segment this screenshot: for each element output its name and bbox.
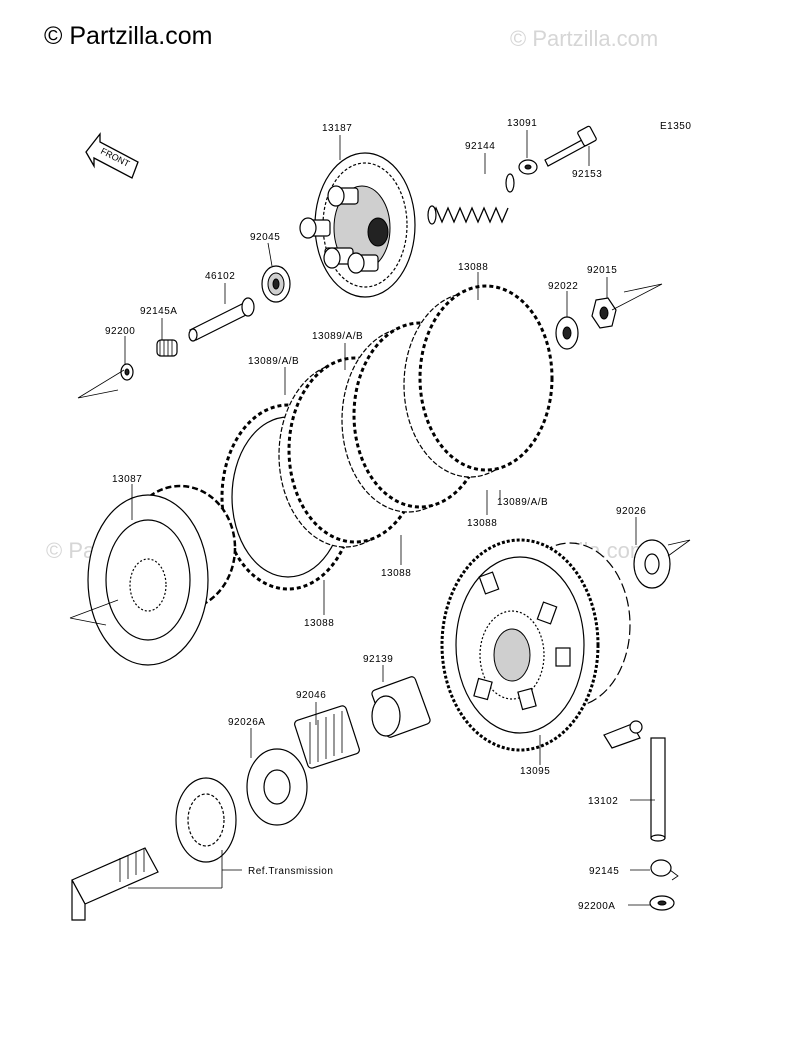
callout-13102: 13102: [588, 796, 618, 807]
clutch-hub: [87, 484, 237, 666]
arrow-right-icon: [667, 539, 691, 557]
small-spring: [156, 339, 178, 357]
callout-13187: 13187: [322, 123, 352, 134]
callout-13088: 13088: [381, 568, 411, 579]
pressure-plate: [299, 152, 416, 298]
transmission-shaft: [71, 777, 237, 921]
callout-13095: 13095: [520, 766, 550, 777]
callout-92145a: 92145A: [140, 306, 177, 317]
callout-13089: 13089/A/B: [312, 331, 363, 342]
arrow-left-icon: [77, 369, 125, 399]
brand-logo: © Partzilla.com: [44, 22, 213, 50]
callout-92145: 92145: [589, 866, 619, 877]
callout-92026: 92026: [616, 506, 646, 517]
clutch-housing-gear: [440, 538, 631, 752]
callout-92045: 92045: [250, 232, 280, 243]
callout-92144: 92144: [465, 141, 495, 152]
callout-92022: 92022: [548, 281, 578, 292]
watermark: © Partzilla.com: [510, 26, 659, 51]
callout-13089: 13089/A/B: [248, 356, 299, 367]
callout-92153: 92153: [572, 169, 602, 180]
callout-92200a: 92200A: [578, 901, 615, 912]
needle-bearing: [294, 705, 360, 769]
thrust-washer-a-hole: [263, 769, 291, 805]
ball-bearing: [261, 265, 291, 303]
push-rod: [188, 297, 255, 342]
callout-13091: 13091: [507, 118, 537, 129]
callout-13088: 13088: [304, 618, 334, 629]
arrow-right-icon: [611, 283, 663, 311]
washer-hole: [124, 368, 130, 376]
clutch-plates: [220, 284, 554, 591]
release-shaft: [603, 720, 679, 911]
callout-92015: 92015: [587, 265, 617, 276]
callout-13088: 13088: [458, 262, 488, 273]
ref-transmission-label: Ref.Transmission: [248, 866, 333, 877]
callout-46102: 46102: [205, 271, 235, 282]
arrow-left-icon: [69, 599, 119, 626]
clutch-nut: [555, 297, 617, 350]
callout-92026a: 92026A: [228, 717, 265, 728]
sleeve: [371, 676, 431, 738]
thrust-washer-hole: [644, 553, 660, 575]
callout-13088: 13088: [467, 518, 497, 529]
callout-13089: 13089/A/B: [497, 497, 548, 508]
diagram-code: E1350: [660, 121, 691, 132]
front-arrow-icon: FRONT: [85, 132, 139, 179]
callout-13087: 13087: [112, 474, 142, 485]
clutch-bolt: [518, 125, 597, 175]
leader-lines: [124, 130, 655, 906]
clutch-spring: [427, 173, 515, 225]
callout-92139: 92139: [363, 654, 393, 665]
callout-92046: 92046: [296, 690, 326, 701]
callout-92200: 92200: [105, 326, 135, 337]
